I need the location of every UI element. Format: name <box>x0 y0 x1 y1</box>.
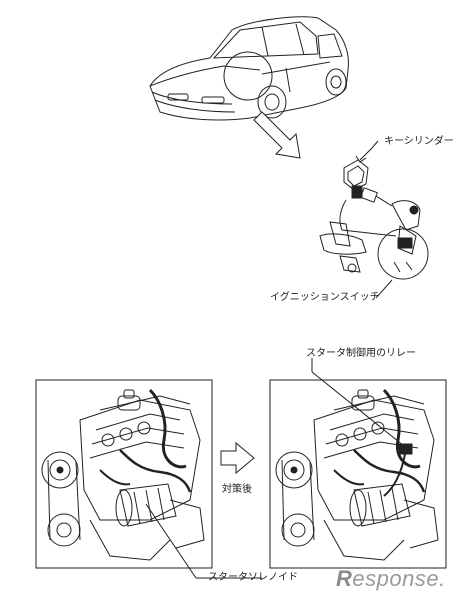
label-ignition-switch: イグニッションスイッチ <box>270 292 380 303</box>
engine-panel-before <box>35 379 213 569</box>
engine-after <box>275 388 439 561</box>
car-illustration <box>149 16 349 121</box>
zoom-arrow <box>253 111 301 159</box>
label-starter-solenoid: スタータソレノイド <box>208 572 298 583</box>
ignition-assembly <box>319 159 429 280</box>
engine-before <box>41 388 205 561</box>
engine-panel-after <box>269 379 447 569</box>
response-watermark-logo: Response. <box>336 566 446 591</box>
label-after-fix: 対策後 <box>222 484 252 495</box>
comparison-arrow <box>220 441 255 475</box>
label-relay: スタータ制御用のリレー <box>306 348 416 359</box>
label-key-cylinder: キーシリンダー <box>384 136 454 147</box>
